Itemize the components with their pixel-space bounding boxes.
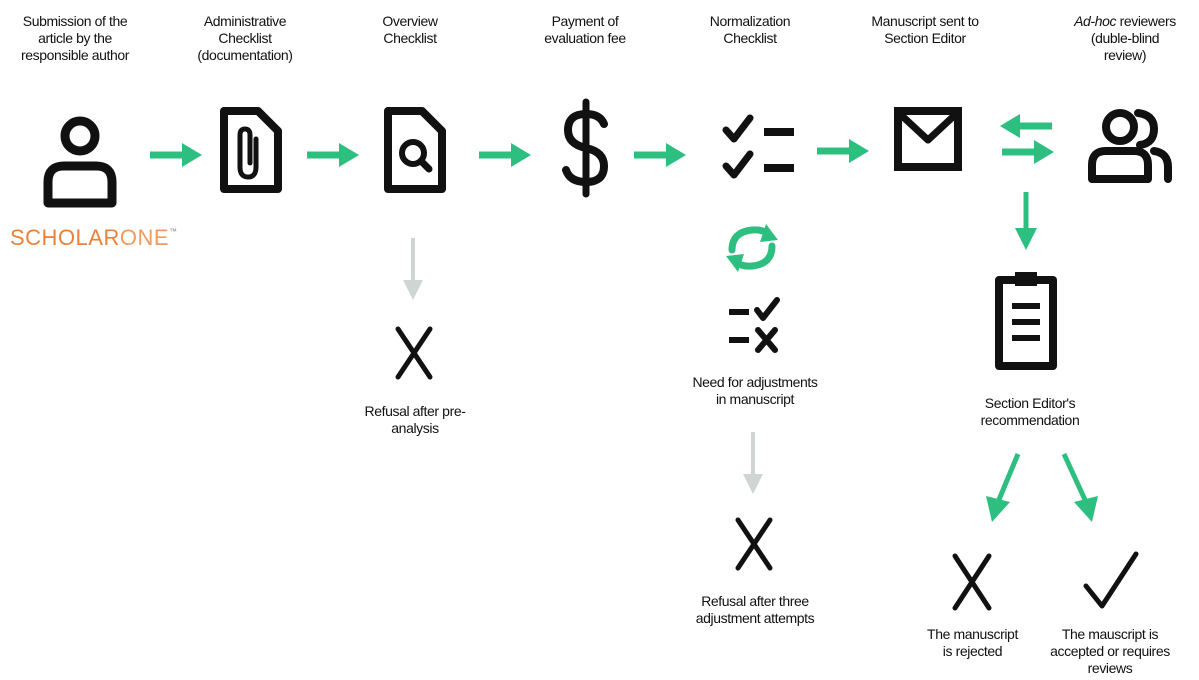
refresh-icon [726, 224, 778, 272]
step-label-section-editor: Manuscript sent to Section Editor [871, 13, 979, 46]
step-label-overview: Overview Checklist [382, 13, 438, 46]
reviewers-label-rest: reviewers (duble-blind review) [1090, 13, 1176, 63]
step-label-submission: Submission of the article by the respons… [21, 13, 129, 63]
reviewers-italic-label: Ad-hoc [1074, 13, 1117, 29]
scholarone-logo: SCHOLARONE™ [10, 225, 178, 250]
adjustment-refusal-label: Refusal after three adjustment attempts [695, 593, 815, 626]
adjustments-checklist-icon [729, 297, 780, 353]
paperclip-document-icon [220, 107, 282, 193]
adjustments-label: Need for adjustments in manuscript [692, 374, 818, 407]
checklist-icon [722, 114, 794, 179]
arrow-administrative-to-overview [307, 143, 359, 167]
arrow-to-accepted [1061, 452, 1098, 522]
step-label-normalization: Normalization Checklist [709, 13, 791, 46]
clipboard-icon [995, 272, 1057, 370]
rejected-x-icon [952, 553, 992, 611]
rejected-label: The manuscript is rejected [927, 626, 1018, 659]
adjustment-refusal-x-icon [735, 517, 773, 571]
dollar-icon [562, 98, 609, 198]
overview-refusal-label: Refusal after pre- analysis [364, 403, 466, 436]
arrow-overview-down [403, 238, 423, 300]
arrow-editor-to-reviewers [1002, 140, 1054, 164]
reviewers-icon [1088, 109, 1172, 183]
arrow-adjustments-down [743, 432, 763, 494]
step-label-payment: Payment of evaluation fee [544, 13, 626, 46]
accepted-label: The mauscript is accepted or requires re… [1050, 626, 1170, 676]
arrow-submission-to-administrative [150, 143, 202, 167]
arrow-normalization-to-editor [817, 139, 869, 163]
step-label-reviewers: Ad-hoc reviewers (duble-blind review) [1055, 13, 1195, 64]
refusal-x-icon [395, 326, 433, 380]
arrow-reviewers-to-editor [1000, 114, 1052, 138]
recommendation-label: Section Editor's recommendation [980, 395, 1080, 428]
arrow-overview-to-payment [479, 143, 531, 167]
accepted-check-icon [1083, 551, 1139, 609]
arrow-payment-to-normalization [634, 143, 686, 167]
arrow-to-rejected [986, 453, 1021, 522]
user-icon [43, 116, 117, 208]
envelope-icon [894, 107, 962, 171]
arrow-editor-down [1015, 192, 1037, 250]
step-label-administrative: Administrative Checklist (documentation) [197, 13, 293, 63]
document-search-icon [384, 107, 446, 193]
